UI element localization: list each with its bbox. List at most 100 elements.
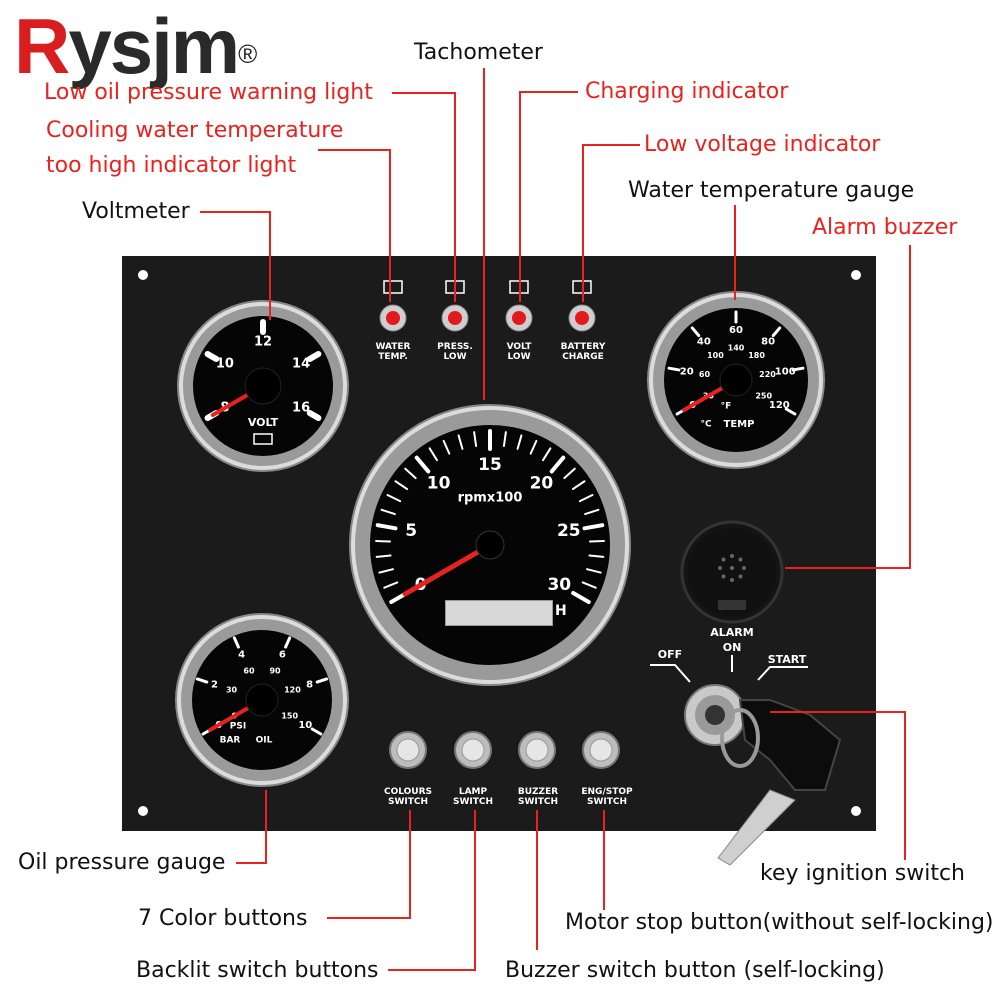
switch-label-eng-stop: ENG/STOP SWITCH <box>581 787 633 807</box>
callout-buzzer-switch: Buzzer switch button (self-locking) <box>505 958 885 983</box>
voltmeter-tick-label-3: 14 <box>292 357 310 372</box>
tachometer-minor-tick-19 <box>541 447 552 462</box>
oil-pressure-major-tick-4 <box>315 677 329 684</box>
tachometer-minor-tick-28 <box>586 568 602 574</box>
water-temp-f-label-4: 180 <box>748 351 765 360</box>
brand-logo-r: R <box>14 2 70 90</box>
water-temp-major-tick-5 <box>791 366 805 372</box>
tachometer-minor-tick-21 <box>563 467 576 480</box>
voltmeter-tick-label-2: 12 <box>254 335 272 350</box>
tachometer-minor-tick-22 <box>571 480 586 491</box>
tachometer-minor-tick-7 <box>386 494 402 503</box>
leader-low-oil <box>392 92 456 302</box>
push-switch-2[interactable] <box>518 731 556 769</box>
tachometer-minor-tick-18 <box>529 439 538 455</box>
tachometer-minor-tick-3 <box>375 554 392 558</box>
leader-charging <box>519 91 578 302</box>
push-switch-cap-1 <box>461 738 485 762</box>
water-temp-c-label-1: 20 <box>680 366 694 377</box>
push-switch-3[interactable] <box>582 731 620 769</box>
oil-pressure-psi-unit: PSI <box>230 722 246 732</box>
leader-oil-pressure <box>236 790 267 864</box>
panel-screw-tr <box>851 270 861 280</box>
tachometer-needle <box>402 542 493 597</box>
alarm-label: ALARM <box>710 626 754 639</box>
water-temp-c-label-2: 40 <box>697 337 711 348</box>
callout-motor-stop: Motor stop button(without self-locking) <box>565 910 994 935</box>
hour-meter-label: H <box>555 603 567 619</box>
voltmeter-major-tick-4 <box>306 410 322 421</box>
oil-pressure-psi-label-3: 90 <box>269 666 281 675</box>
hour-meter-lcd <box>445 600 553 626</box>
led-label-water-temp: WATER TEMP. <box>375 342 411 362</box>
tachometer-major-tick-4 <box>549 455 566 474</box>
oil-pressure-psi-label-5: 150 <box>281 712 298 721</box>
water-temp-f-label-1: 60 <box>699 370 711 379</box>
buzzer-hole-center <box>730 566 734 570</box>
push-switch-0[interactable] <box>389 731 427 769</box>
tachometer-tick-label-6: 30 <box>547 575 571 595</box>
indicator-light-2 <box>505 280 533 332</box>
water-temp-gauge: 0204060801001203060100140180220250°C°FTE… <box>647 291 825 469</box>
oil-pressure-bar-unit: BAR <box>220 736 241 746</box>
oil-pressure-bar-label-3: 6 <box>279 649 286 660</box>
voltmeter-major-tick-3 <box>306 351 322 362</box>
tachometer-minor-tick-1 <box>383 581 399 589</box>
voltmeter-major-tick-1 <box>204 351 220 362</box>
voltmeter-tick-label-1: 10 <box>216 357 234 372</box>
tachometer-tick-label-2: 10 <box>427 474 451 494</box>
switch-label-buzzer: BUZZER SWITCH <box>517 787 559 807</box>
tachometer-tick-label-1: 5 <box>405 521 417 541</box>
callout-oil-pressure: Oil pressure gauge <box>18 850 226 875</box>
tachometer-tick-label-5: 25 <box>557 521 581 541</box>
buzzer-hole-1 <box>738 574 743 579</box>
buzzer-hole-0 <box>742 566 746 570</box>
switch-label-lamp: LAMP SWITCH <box>452 787 494 807</box>
ignition-key[interactable] <box>717 699 842 866</box>
indicator-led-2 <box>512 311 526 325</box>
leader-voltmeter <box>200 211 271 320</box>
water-temp-c-label-5: 100 <box>775 366 796 377</box>
push-switch-cap-2 <box>525 738 549 762</box>
indicator-light-1 <box>441 280 469 332</box>
oil-pressure-bar-label-5: 10 <box>298 720 312 731</box>
tachometer-minor-tick-23 <box>578 494 594 503</box>
water-temp-major-tick-6 <box>784 407 797 416</box>
tachometer-minor-tick-14 <box>473 431 478 447</box>
ignition-off-label: OFF <box>657 648 683 661</box>
switch-label-colours: COLOURS SWITCH <box>383 787 433 807</box>
leader-color-buttons <box>327 810 411 919</box>
panel-screw-bl <box>138 806 148 816</box>
tachometer-tick-label-3: 15 <box>478 455 502 475</box>
buzzer-hole-5 <box>721 557 726 562</box>
voltmeter-hub <box>244 367 282 405</box>
tachometer-minor-tick-29 <box>581 581 597 589</box>
led-label-battery-charge: BATTERY CHARGE <box>560 342 606 362</box>
callout-low-oil-pressure: Low oil pressure warning light <box>44 80 373 105</box>
tachometer-major-tick-1 <box>375 523 398 531</box>
callout-water-temp-gauge: Water temperature gauge <box>628 178 915 203</box>
tachometer-major-tick-5 <box>582 523 605 531</box>
voltmeter-unit-label: VOLT <box>248 416 279 429</box>
callout-voltmeter: Voltmeter <box>82 199 190 224</box>
indicator-led-1 <box>448 311 462 325</box>
buzzer-hole-7 <box>738 557 743 562</box>
tachometer-minor-tick-11 <box>428 447 439 462</box>
oil-pressure-major-tick-5 <box>310 727 323 736</box>
tachometer-minor-tick-17 <box>516 434 523 450</box>
led-label-volt-low: VOLT LOW <box>506 342 532 362</box>
tachometer-unit-label: rpmx100 <box>458 491 523 506</box>
tachometer-minor-tick-16 <box>502 431 507 447</box>
water-temp-f-label-3: 140 <box>728 344 745 353</box>
callout-cooling-water-1: Cooling water temperature <box>46 118 344 143</box>
water-temp-c-label-3: 60 <box>729 325 743 336</box>
tachometer-tick-label-4: 20 <box>530 474 554 494</box>
tachometer-major-tick-6 <box>571 591 591 604</box>
push-switch-1[interactable] <box>454 731 492 769</box>
leader-lines <box>200 68 911 971</box>
trademark-symbol: ® <box>238 39 257 69</box>
tachometer-hub <box>475 530 505 560</box>
oil-pressure-psi-label-2: 60 <box>243 666 255 675</box>
brand-logo: Rysjm® <box>14 6 257 86</box>
